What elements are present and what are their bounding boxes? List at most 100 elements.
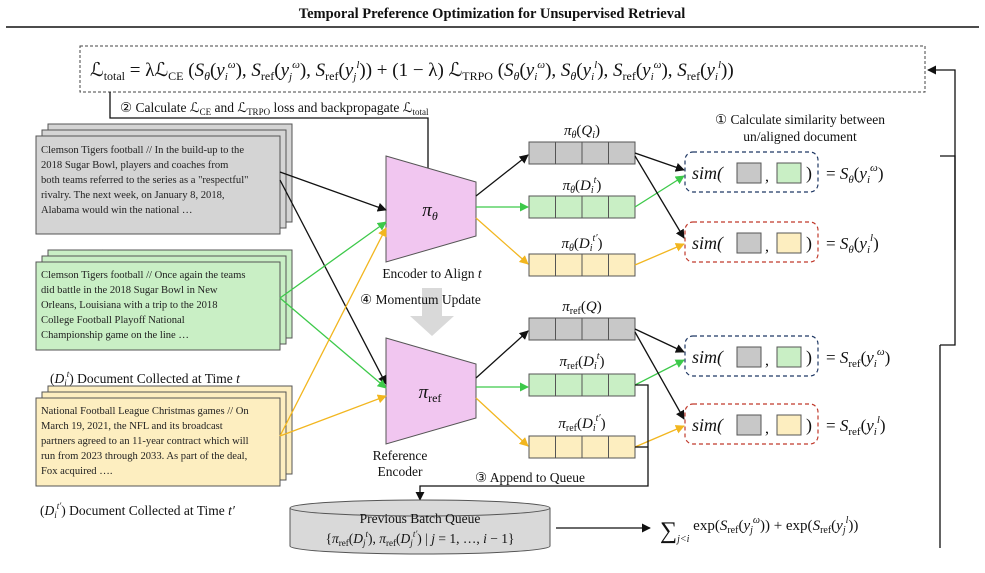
svg-text:πθ(Dit′): πθ(Dit′) — [561, 233, 602, 254]
unaligned-line: partners agreed to an 11-year contract w… — [41, 436, 249, 447]
query-line: Alabama would win the national … — [41, 205, 193, 216]
aligned-line: Championship game on the line … — [41, 330, 189, 341]
svg-text:πref(Q): πref(Q) — [562, 299, 601, 317]
unaligned-line: run from 2023 through 2033. As part of t… — [41, 451, 248, 462]
loss-box — [79, 45, 926, 93]
unaligned-line: Fox acquired …. — [41, 466, 113, 477]
queue-content: {πref(Djt), πref(Djt′) | j = 1, …, i − 1… — [326, 529, 515, 548]
step1-label-line1: ① Calculate similarity between — [715, 112, 885, 127]
arrow-unaligned-to-ref — [279, 394, 387, 437]
svg-text:): ) — [806, 415, 812, 436]
step4-label: ④ Momentum Update — [360, 292, 481, 307]
reference-encoder — [385, 337, 477, 445]
ref-aligned-embedding: πref(Dit) — [528, 351, 636, 397]
reference-encoder-label-2: Encoder — [378, 464, 423, 479]
unaligned-caption: (Dit′) Document Collected at Time t′ — [40, 501, 236, 520]
loss-equation: ℒtotal = λℒCE (Sθ(yiω), Sref(yjω), Sref(… — [90, 59, 734, 83]
policy-aligned-embedding: πθ(Dit) — [528, 175, 636, 219]
arrow-rq-sim3 — [634, 328, 685, 353]
aligned-document-text: Clemson Tigers football // Once again th… — [41, 268, 246, 343]
unaligned-document-stack — [35, 385, 293, 487]
append-arrow-aligned — [415, 384, 649, 501]
policy-encoder-symbol: πθ — [422, 200, 438, 223]
arrow-ref-to-unaligned-emb — [475, 397, 529, 447]
query-line: 2018 Sugar Bowl, players and coaches fro… — [41, 160, 229, 171]
svg-text:sim(: sim( — [692, 163, 724, 184]
arrow-aligned-to-ref — [279, 297, 387, 389]
arrow-policy-to-query-emb — [475, 154, 529, 197]
svg-text:,: , — [765, 168, 769, 185]
query-line: rivalry. The next week, on January 8, 20… — [41, 190, 225, 201]
svg-text:,: , — [765, 420, 769, 437]
arrow-rq-sim4 — [634, 331, 685, 420]
feedback-arrow-top — [927, 65, 956, 250]
svg-text:,: , — [765, 238, 769, 255]
arrow-query-to-policy — [279, 171, 387, 212]
svg-text:πθ(Dit): πθ(Dit) — [563, 175, 602, 196]
query-document-text: Clemson Tigers football // In the build-… — [41, 143, 249, 218]
arrow-pq-sim2 — [634, 155, 685, 239]
arrow-pa-sim1 — [634, 175, 685, 208]
svg-text:= Sref(yiω): = Sref(yiω) — [826, 346, 890, 370]
queue-title: Previous Batch Queue — [360, 511, 481, 526]
svg-text:): ) — [806, 233, 812, 254]
arrow-pq-sim1 — [634, 152, 685, 172]
step2-label: ② Calculate ℒCE and ℒTRPO loss and backp… — [120, 100, 429, 117]
aligned-line: Clemson Tigers football // Once again th… — [41, 270, 246, 281]
sum-expression: ∑j<i exp(Sref(yjω)) + exp(Sref(yjl)) — [660, 515, 858, 545]
arrow-pu-sim2 — [634, 243, 685, 266]
feedback-bracket — [940, 155, 956, 346]
aligned-document-stack — [35, 249, 293, 351]
reference-encoder-label-1: Reference — [373, 448, 428, 463]
svg-text:,: , — [765, 352, 769, 369]
svg-text:πθ(Qi): πθ(Qi) — [564, 123, 600, 141]
step3-label: ③ Append to Queue — [475, 470, 585, 485]
diagram-title: Temporal Preference Optimization for Uns… — [299, 6, 685, 22]
momentum-arrow — [410, 288, 454, 336]
svg-text:= Sθ(yil): = Sθ(yil) — [826, 232, 879, 256]
arrow-query-to-ref — [279, 179, 387, 385]
svg-text:): ) — [806, 347, 812, 368]
sim-ref-unaligned: sim( , ) = Sref(yil) — [684, 403, 886, 445]
arrow-ref-to-query-emb — [475, 330, 529, 379]
svg-text:πref(Dit′): πref(Dit′) — [558, 413, 605, 434]
query-line: Clemson Tigers football // In the build-… — [41, 145, 245, 156]
ref-query-embedding: πref(Q) — [528, 299, 636, 341]
svg-text:πref(Dit): πref(Dit) — [559, 351, 604, 372]
query-document-stack — [35, 123, 293, 235]
aligned-line: did battle in the 2018 Sugar Bowl in New — [41, 285, 218, 296]
unaligned-document-card — [35, 397, 281, 487]
sim-policy-aligned: sim( , ) = Sθ(yiω) — [684, 151, 883, 193]
query-document-card — [35, 135, 281, 235]
unaligned-document-text: National Football League Christmas games… — [41, 404, 249, 479]
aligned-line: Orleans, Louisiana with a trip to the 20… — [41, 300, 218, 311]
query-line: both teams referred to the series as a "… — [41, 175, 249, 186]
policy-unaligned-embedding: πθ(Dit′) — [528, 233, 636, 277]
svg-text:= Sref(yil): = Sref(yil) — [826, 414, 886, 438]
unaligned-line: March 19, 2021, the NFL and its broadcas… — [41, 421, 223, 432]
unaligned-line: National Football League Christmas games… — [41, 406, 249, 417]
sim-policy-unaligned: sim( , ) = Sθ(yil) — [684, 221, 879, 263]
svg-text:sim(: sim( — [692, 347, 724, 368]
ref-unaligned-embedding: πref(Dit′) — [528, 413, 636, 459]
policy-query-embedding: πθ(Qi) — [528, 123, 636, 165]
reference-encoder-symbol: πref — [419, 382, 442, 405]
policy-encoder-label: Encoder to Align t — [382, 266, 483, 281]
aligned-line: College Football Playoff National — [41, 315, 185, 326]
arrow-ru-sim4 — [634, 425, 685, 448]
arrow-policy-to-unaligned-emb — [475, 217, 529, 265]
svg-text:ℒtotal = λℒCE (Sθ(yiω), Sref(y: ℒtotal = λℒCE (Sθ(yiω), Sref(yjω), Sref(… — [90, 59, 734, 83]
step1-label-line2: un/aligned document — [743, 129, 857, 144]
aligned-document-card — [35, 261, 281, 351]
svg-text:sim(: sim( — [692, 415, 724, 436]
previous-batch-queue: Previous Batch Queue {πref(Djt), πref(Dj… — [289, 499, 551, 555]
arrow-ra-sim3 — [634, 359, 685, 386]
svg-text:= Sθ(yiω): = Sθ(yiω) — [826, 162, 883, 186]
arrow-aligned-to-policy — [279, 221, 387, 299]
svg-text:sim(: sim( — [692, 233, 724, 254]
sim-ref-aligned: sim( , ) = Sref(yiω) — [684, 335, 890, 377]
svg-text:): ) — [806, 163, 812, 184]
backprop-arrow — [109, 92, 433, 181]
aligned-caption: (Dit) Document Collected at Time t — [50, 369, 241, 388]
